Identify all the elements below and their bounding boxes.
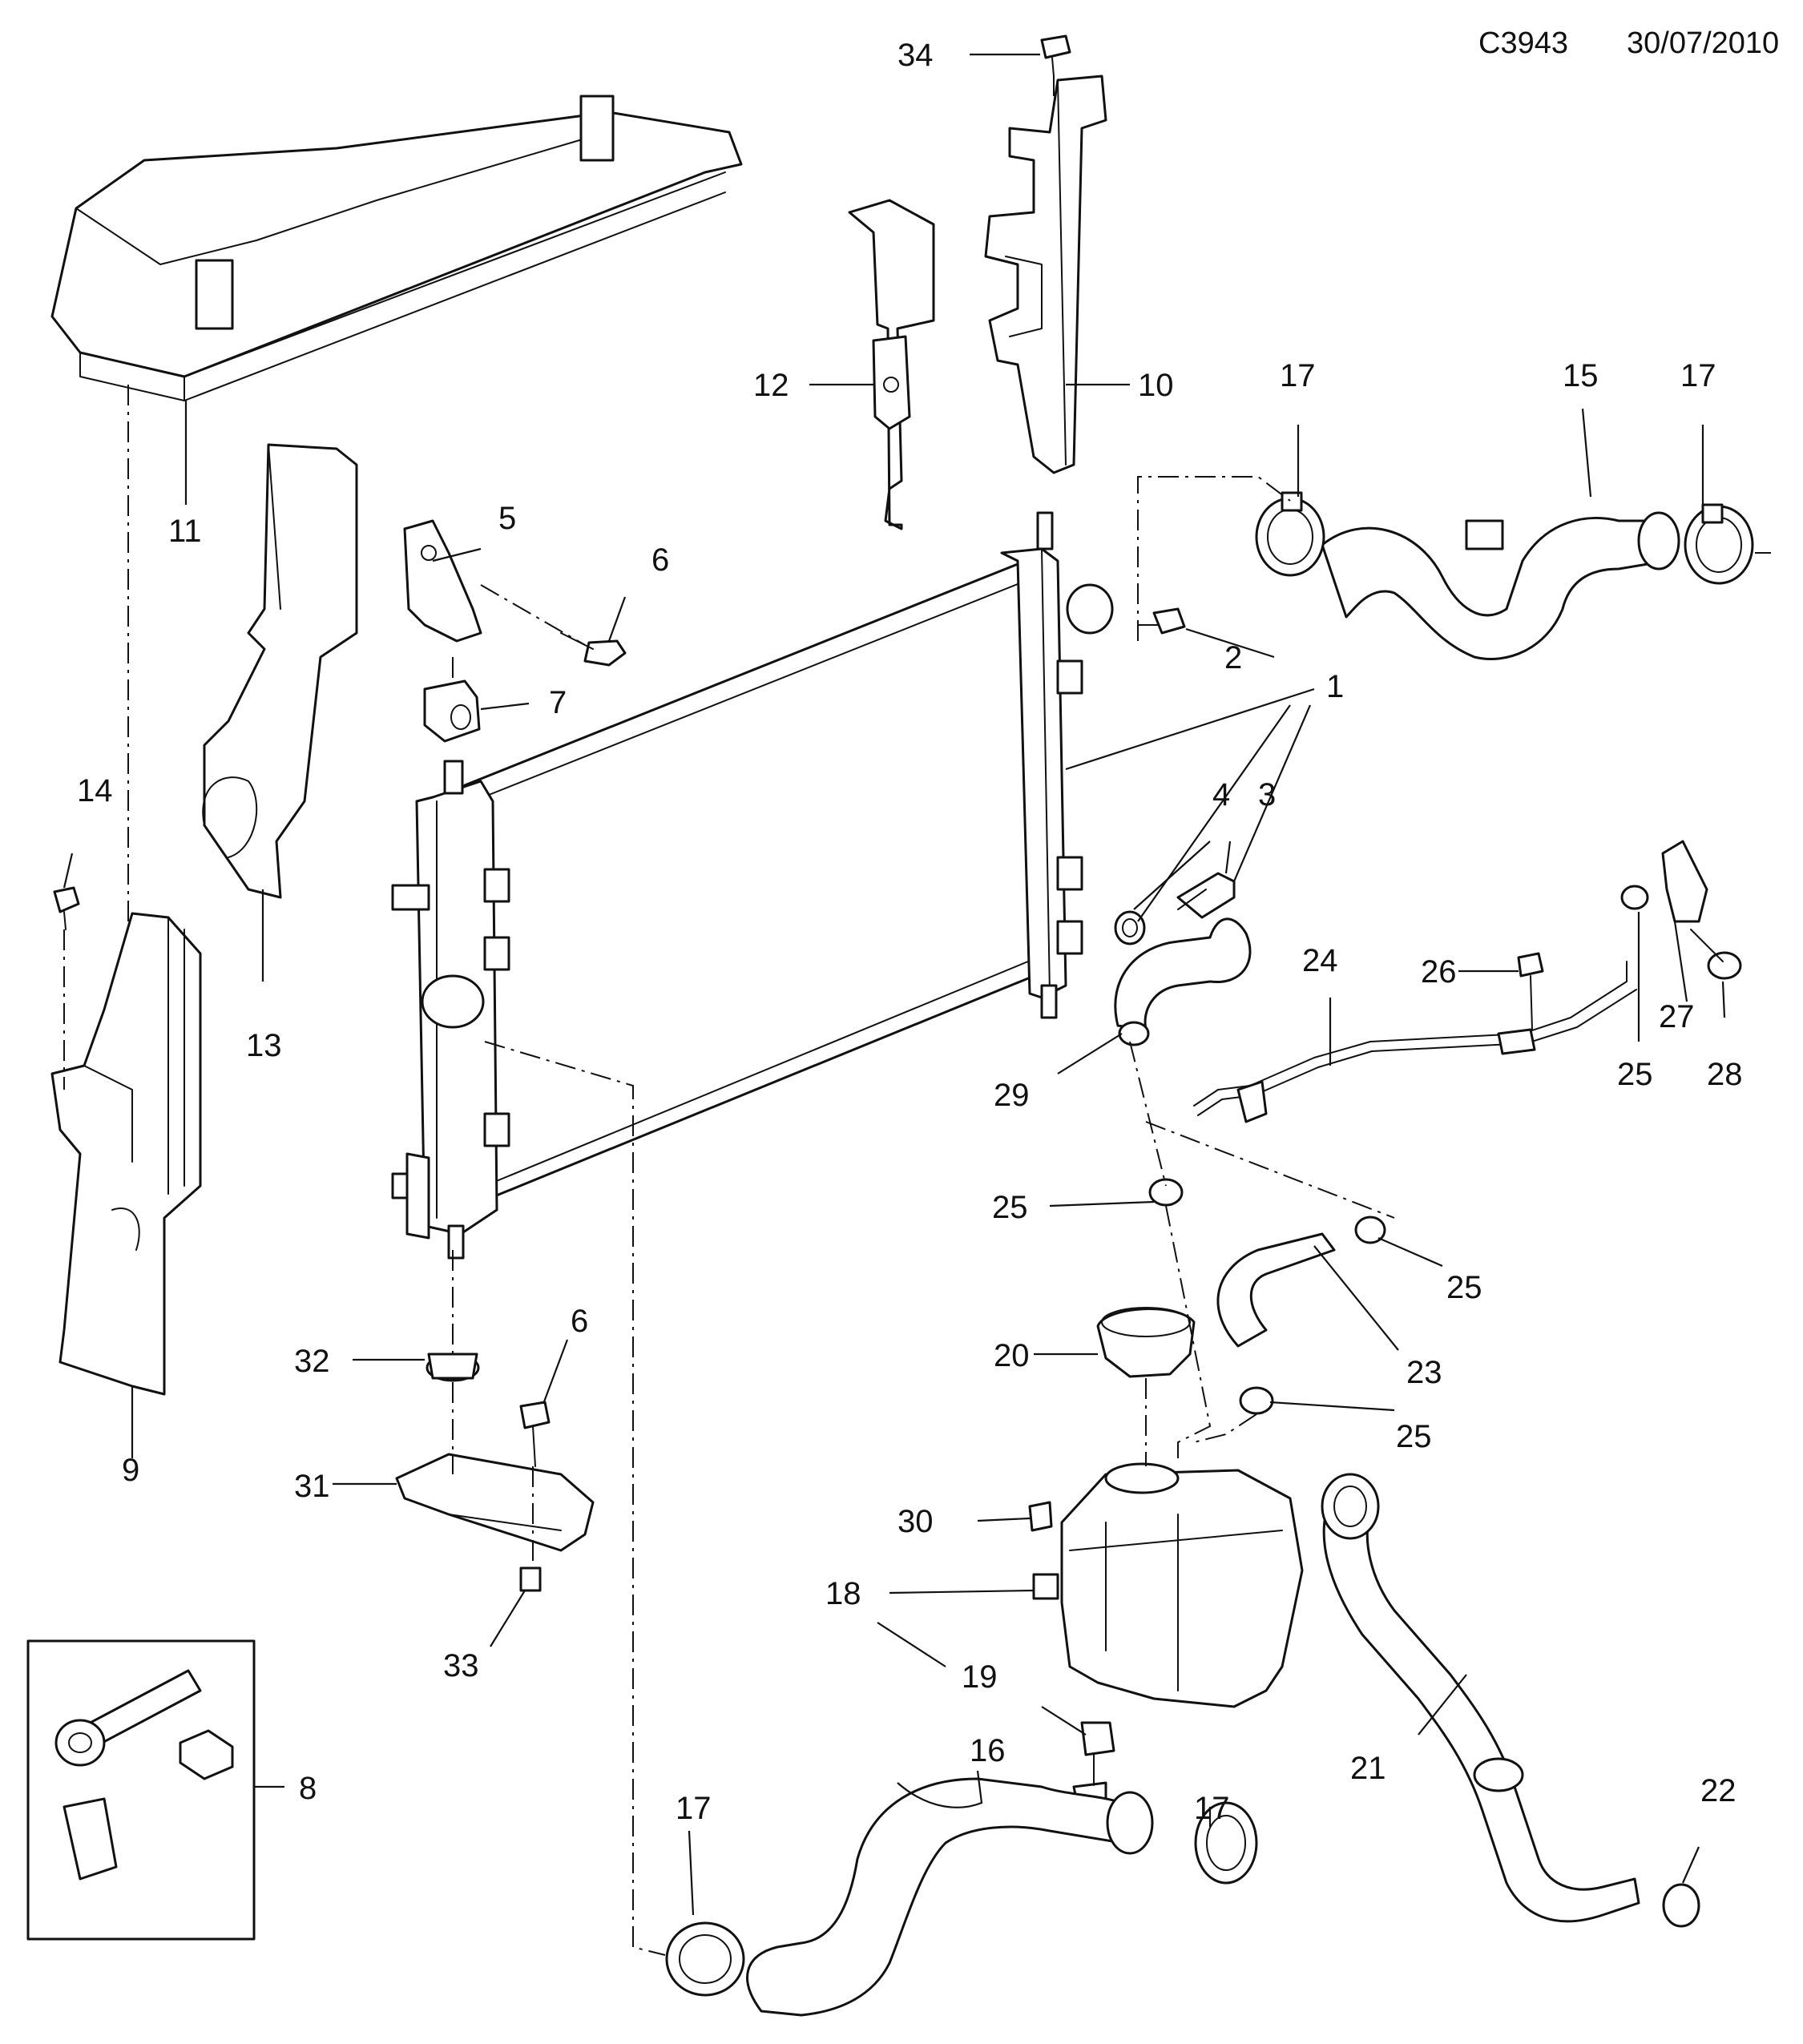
drain-plug-part-2 [1152, 607, 1186, 635]
callout-31: 31 [294, 1469, 330, 1504]
callout-30: 30 [897, 1504, 934, 1539]
rubber-mount-part-32 [426, 1353, 480, 1382]
leader-lines [63, 53, 1726, 1916]
side-deflector-part-13 [202, 443, 358, 899]
callout-9: 9 [122, 1453, 139, 1488]
callout-12: 12 [753, 368, 789, 403]
expansion-tank-part-18 [1032, 1462, 1304, 1708]
callout-17-lower-right: 17 [1194, 1791, 1230, 1826]
filler-cap-part-20 [1096, 1307, 1196, 1378]
callout-20: 20 [994, 1338, 1030, 1373]
callout-26: 26 [1421, 954, 1457, 990]
drain-plug-part-3 [1176, 872, 1236, 919]
upper-deflector-part-11 [50, 95, 743, 401]
callout-24: 24 [1302, 943, 1338, 978]
callout-33: 33 [443, 1648, 479, 1683]
hose-clamp-part-25-right [1620, 885, 1649, 910]
bracket-part-12 [848, 199, 935, 530]
callout-8: 8 [299, 1771, 317, 1806]
callout-25-lower: 25 [1396, 1419, 1432, 1454]
bolt-part-26 [1517, 952, 1544, 1030]
callout-5: 5 [498, 501, 516, 536]
hose-clamp-part-17-upper-left [1255, 491, 1325, 577]
hose-clamp-part-22 [1662, 1883, 1700, 1928]
callout-labels: 34 12 10 11 17 15 17 5 6 2 1 7 14 4 3 24… [77, 38, 1743, 1826]
callout-34: 34 [897, 38, 934, 73]
nut-part-33 [519, 1566, 542, 1592]
hardware-kit-part-8 [26, 1639, 256, 1941]
hose-clamp-part-25-mid [1148, 1178, 1184, 1207]
callout-10: 10 [1138, 368, 1174, 403]
hose-part-23 [1216, 1232, 1336, 1348]
hose-clamp-part-25-upper [1354, 1216, 1386, 1244]
callout-28: 28 [1707, 1057, 1743, 1092]
hose-clamp-part-17-upper-right [1684, 503, 1754, 585]
assembly-lines [63, 76, 1771, 1956]
callout-17-lower-left: 17 [676, 1791, 712, 1826]
callout-18: 18 [825, 1576, 861, 1611]
side-seal-part-10 [984, 75, 1107, 474]
hose-clamp-part-17-lower-left [665, 1921, 745, 1997]
clip-part-28 [1690, 929, 1742, 980]
seal-ring-part-4 [1114, 910, 1146, 945]
sensor-part-27 [1661, 840, 1708, 923]
upper-bracket-part-5 [403, 519, 482, 643]
callout-23: 23 [1406, 1355, 1442, 1390]
callout-25-upper: 25 [1446, 1270, 1482, 1305]
rubber-mount-part-7 [423, 679, 481, 743]
lower-radiator-hose-part-16 [746, 1777, 1154, 2017]
callout-13: 13 [246, 1028, 282, 1063]
callout-7: 7 [549, 685, 567, 720]
callout-29: 29 [994, 1078, 1030, 1113]
callout-17-upper-right: 17 [1680, 358, 1716, 393]
pipe-part-24 [1193, 961, 1637, 1123]
callout-3: 3 [1258, 777, 1276, 812]
hose-clamp-part-25-lower [1239, 1386, 1274, 1415]
upper-hose-part-15 [1321, 511, 1680, 660]
callout-25-mid: 25 [992, 1190, 1028, 1225]
callout-22: 22 [1700, 1773, 1736, 1808]
diagram-code: C3943 [1478, 26, 1568, 60]
bolt-part-6-lower [519, 1401, 551, 1467]
callout-6-upper: 6 [651, 542, 669, 578]
callout-1: 1 [1326, 669, 1344, 704]
lower-hose-part-21 [1321, 1473, 1640, 1923]
callout-17-upper-left: 17 [1280, 358, 1316, 393]
callout-15: 15 [1563, 358, 1599, 393]
clip-part-30 [1028, 1501, 1053, 1532]
callout-32: 32 [294, 1344, 330, 1379]
clip-part-34 [1040, 34, 1071, 77]
callout-4: 4 [1212, 777, 1230, 812]
callout-14: 14 [77, 773, 113, 808]
callout-27: 27 [1659, 999, 1695, 1034]
callout-21: 21 [1350, 1751, 1386, 1786]
clip-part-14 [53, 886, 80, 930]
callout-25-right: 25 [1617, 1057, 1653, 1092]
callout-19: 19 [962, 1659, 998, 1695]
lower-side-seal-part-9 [50, 912, 202, 1396]
radiator-part-1 [391, 511, 1114, 1260]
lower-bracket-part-31 [395, 1453, 595, 1552]
callout-11: 11 [168, 514, 202, 549]
bolt-part-6-upper [560, 632, 627, 667]
callout-6-lower: 6 [571, 1304, 588, 1339]
short-hose-part-29 [1114, 917, 1252, 1046]
callout-16: 16 [970, 1733, 1006, 1768]
callout-2: 2 [1224, 640, 1242, 675]
diagram-date: 30/07/2010 [1627, 26, 1779, 60]
